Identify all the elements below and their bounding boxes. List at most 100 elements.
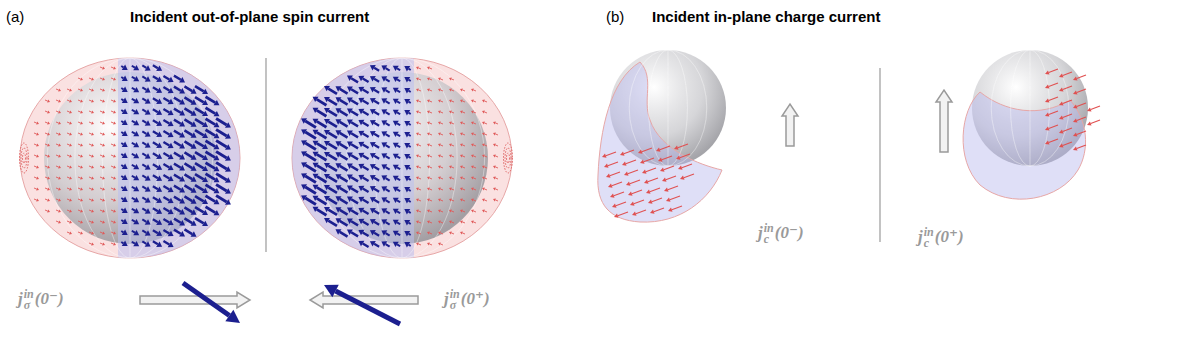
small-arrow bbox=[440, 156, 443, 157]
spin-arrow-head bbox=[370, 98, 376, 103]
spin-arrow bbox=[351, 177, 358, 181]
small-arrow-head bbox=[416, 165, 419, 168]
spin-arrow bbox=[153, 208, 158, 211]
small-arrow bbox=[462, 134, 465, 135]
spin-arrow bbox=[206, 163, 216, 169]
current-response-arrow-head bbox=[664, 188, 669, 192]
spin-arrow-head bbox=[145, 153, 151, 158]
small-arrow-head bbox=[102, 111, 105, 114]
spin-arrow-head bbox=[133, 76, 139, 81]
spin-arrow bbox=[174, 197, 181, 201]
spin-arrow-head bbox=[347, 152, 353, 157]
spin-arrow bbox=[195, 97, 204, 102]
pole-ring bbox=[23, 153, 26, 163]
small-arrow bbox=[78, 177, 81, 178]
small-arrow-head bbox=[438, 132, 441, 135]
spin-arrow bbox=[409, 124, 411, 125]
spin-arrow bbox=[409, 190, 411, 191]
small-arrow bbox=[462, 145, 465, 146]
spin-arrow-head bbox=[156, 219, 162, 224]
small-arrow bbox=[67, 177, 70, 178]
spin-arrow-head bbox=[393, 143, 399, 148]
spin-arrow bbox=[409, 179, 411, 180]
small-arrow bbox=[418, 145, 421, 146]
spin-arrow bbox=[386, 101, 390, 103]
spin-arrow-head bbox=[122, 109, 128, 114]
small-arrow bbox=[67, 166, 70, 167]
spin-arrow bbox=[386, 123, 390, 125]
small-arrow bbox=[100, 78, 103, 79]
spin-arrow-head bbox=[393, 121, 399, 126]
spin-arrow bbox=[328, 122, 337, 127]
spin-arrow-head bbox=[122, 219, 128, 224]
small-arrow-head bbox=[69, 221, 72, 224]
small-arrow-head bbox=[91, 89, 94, 92]
small-arrow-head bbox=[427, 77, 430, 80]
small-arrow bbox=[451, 112, 454, 113]
spin-arrow bbox=[317, 187, 327, 193]
current-response-arrow bbox=[1063, 86, 1072, 90]
spin-arrow-head bbox=[156, 142, 162, 147]
spin-arrow-head bbox=[168, 99, 174, 104]
spin-arrow-head bbox=[191, 99, 197, 104]
small-arrow-head bbox=[91, 177, 94, 180]
small-arrow bbox=[56, 177, 59, 178]
spin-arrow bbox=[374, 233, 379, 236]
small-arrow-head bbox=[449, 132, 452, 135]
small-arrow-head bbox=[460, 220, 463, 223]
small-arrow-head bbox=[427, 220, 430, 223]
spin-arrow-head bbox=[324, 108, 330, 113]
spin-arrow-head bbox=[358, 87, 364, 92]
small-arrow-head bbox=[482, 209, 485, 212]
spin-arrow bbox=[317, 121, 327, 127]
spin-arrow-head bbox=[393, 77, 399, 82]
spin-arrow bbox=[195, 119, 204, 124]
spin-arrow bbox=[121, 154, 123, 155]
spin-arrow-head bbox=[122, 65, 128, 70]
spin-arrow-head bbox=[168, 154, 174, 159]
spin-arrow-head bbox=[324, 152, 330, 157]
spin-arrow bbox=[363, 145, 369, 149]
spin-arrow bbox=[184, 119, 192, 124]
small-arrow-head bbox=[427, 66, 430, 69]
spin-arrow bbox=[195, 196, 204, 201]
small-arrow bbox=[78, 199, 81, 200]
small-arrow bbox=[67, 133, 70, 134]
small-arrow-head bbox=[427, 231, 430, 234]
small-arrow-head bbox=[460, 231, 463, 234]
small-arrow bbox=[111, 188, 114, 189]
current-response-arrow bbox=[606, 152, 616, 156]
spin-arrow bbox=[142, 241, 146, 243]
spin-arrow-head bbox=[301, 151, 307, 156]
small-arrow bbox=[440, 112, 443, 113]
small-arrow-head bbox=[493, 176, 496, 179]
spin-arrow-head bbox=[335, 218, 341, 223]
grid-line bbox=[319, 58, 484, 258]
spin-arrow bbox=[163, 230, 169, 234]
spin-arrow bbox=[121, 77, 123, 78]
small-arrow-head bbox=[47, 144, 50, 147]
small-arrow-head bbox=[91, 188, 94, 191]
spin-arrow-head bbox=[179, 209, 185, 214]
spin-arrow-head bbox=[145, 241, 151, 246]
small-arrow bbox=[418, 178, 421, 179]
current-response-arrow-head bbox=[1073, 77, 1078, 81]
spin-arrow-head bbox=[225, 166, 231, 171]
small-arrow-head bbox=[427, 110, 430, 113]
small-arrow-head bbox=[58, 89, 61, 92]
current-response-arrow-head bbox=[1059, 102, 1064, 106]
small-arrow bbox=[45, 144, 48, 145]
spin-arrow bbox=[386, 244, 390, 246]
spin-arrow bbox=[153, 109, 158, 112]
small-arrow-head bbox=[438, 176, 441, 179]
grid-line bbox=[649, 50, 688, 166]
spin-arrow bbox=[195, 218, 204, 223]
divider bbox=[879, 68, 880, 242]
current-response-arrow-head bbox=[662, 178, 667, 182]
small-arrow-head bbox=[58, 177, 61, 180]
small-arrow bbox=[111, 199, 114, 200]
spin-arrow-head bbox=[156, 98, 162, 103]
spin-arrow bbox=[174, 87, 181, 91]
spin-arrow bbox=[363, 211, 369, 215]
spin-arrow-head bbox=[214, 188, 220, 193]
